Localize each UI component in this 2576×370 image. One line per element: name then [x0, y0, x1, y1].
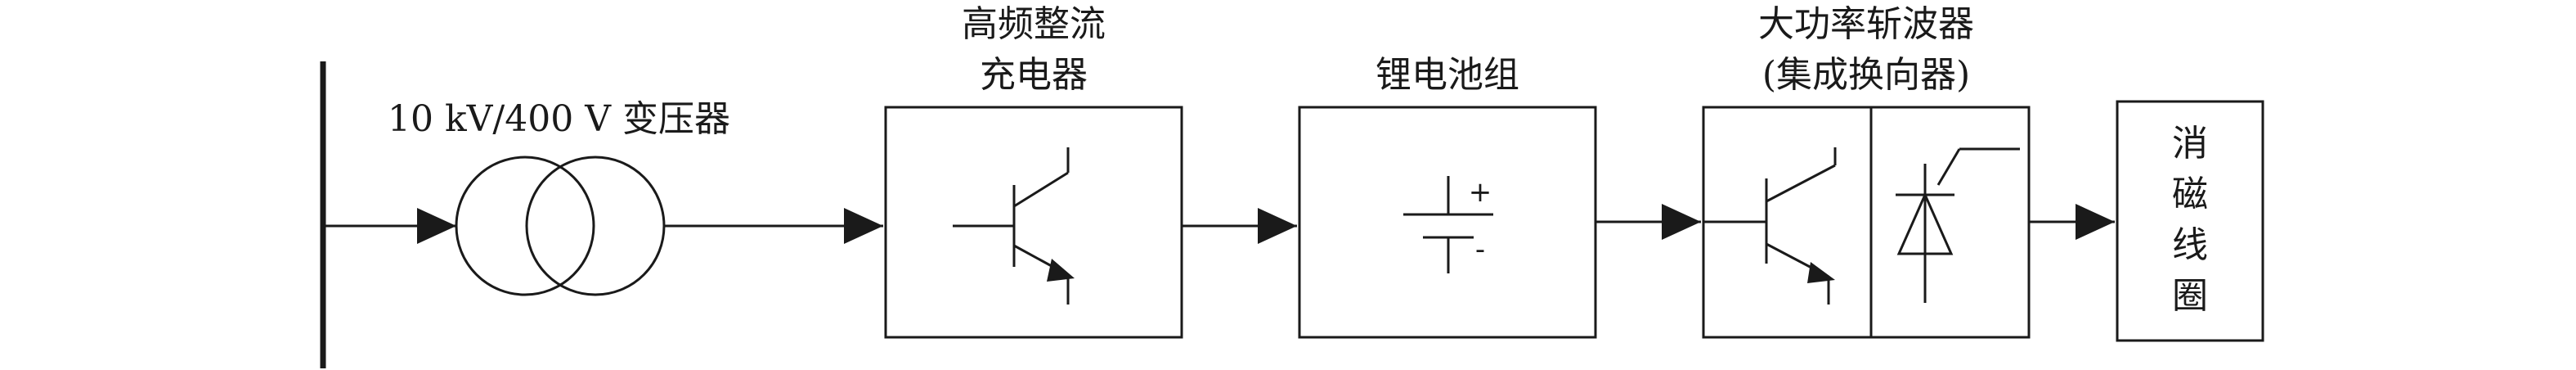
- arrow-battery-chopper: [1662, 204, 1701, 240]
- arrow-charger-battery: [1258, 208, 1297, 244]
- coil-label-char-2: 磁: [2172, 174, 2208, 215]
- charger-box: [884, 106, 1183, 339]
- transformer-label: 10 kV/400 V 变压器: [388, 98, 730, 140]
- transformer-symbol: [455, 156, 666, 296]
- battery-label: 锂电池组: [1376, 54, 1519, 96]
- chopper-thyristor-symbol: [1896, 147, 2020, 303]
- battery-minus-sign: -: [1475, 233, 1485, 266]
- arrow-chopper-coil: [2076, 204, 2115, 240]
- coil-label-char-4: 圈: [2172, 275, 2208, 317]
- coil-box: [2116, 100, 2264, 342]
- chopper-transistor-symbol: [1703, 147, 1837, 305]
- coil-label-char-1: 消: [2172, 123, 2208, 165]
- arrow-bus-transformer: [417, 208, 456, 244]
- charger-label-line1: 高频整流: [962, 3, 1106, 45]
- chopper-label-line2: (集成换向器): [1762, 54, 1970, 96]
- battery-box: [1298, 106, 1597, 339]
- charger-label-line2: 充电器: [980, 54, 1088, 96]
- chopper-label-line1: 大功率斩波器: [1758, 3, 1974, 45]
- coil-label-char-3: 线: [2172, 224, 2208, 266]
- battery-plus-sign: +: [1469, 176, 1492, 209]
- battery-symbol-icon: [1403, 176, 1493, 273]
- charger-transistor-symbol: [953, 147, 1075, 305]
- arrow-transformer-charger: [844, 208, 883, 244]
